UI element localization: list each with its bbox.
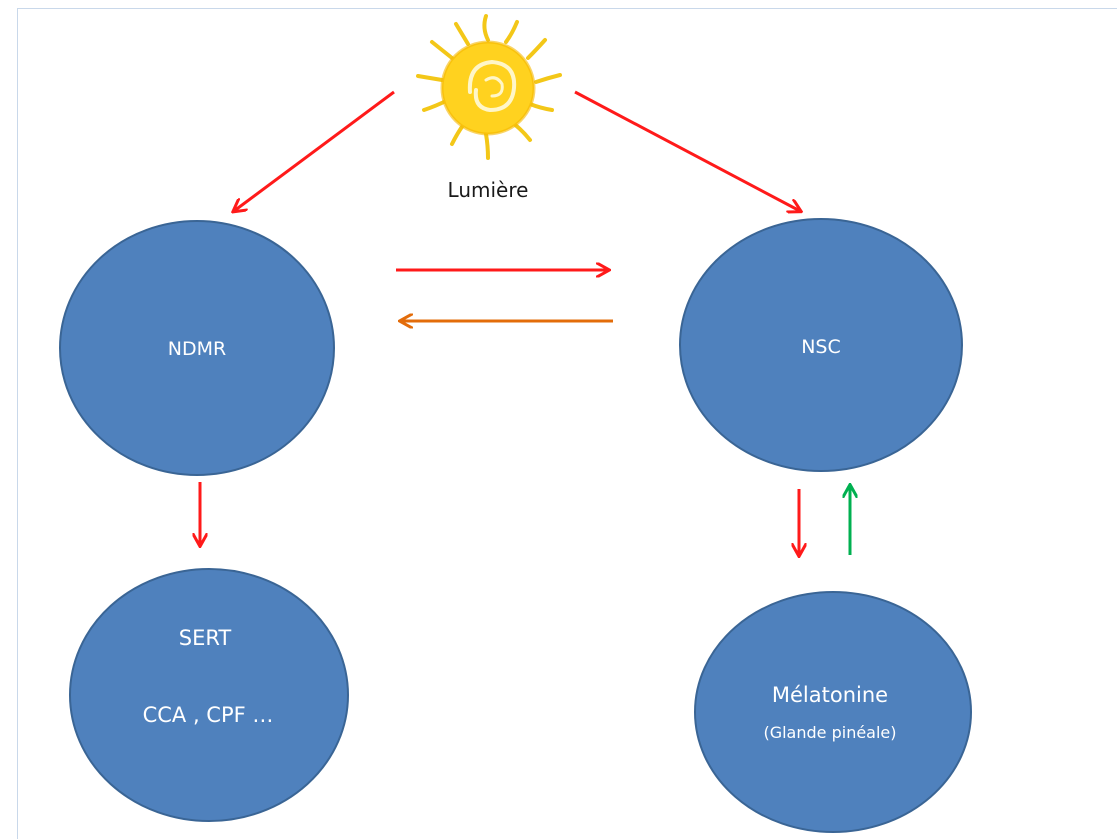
node-ndmr-label: NDMR [168, 338, 226, 360]
node-sert-sublabel: CCA , CPF … [143, 703, 274, 727]
node-nsc-label: NSC [801, 336, 841, 358]
node-sert-label: SERT [179, 626, 232, 650]
arrow-sun-to-ndmr [234, 90, 395, 211]
node-melatonine: Mélatonine (Glande pinéale) [694, 591, 972, 833]
frame-border [17, 8, 1117, 839]
node-sert: SERT CCA , CPF … [69, 568, 349, 822]
node-melatonine-label: Mélatonine [772, 683, 888, 707]
node-nsc: NSC [679, 218, 963, 472]
sun-label: Lumière [448, 178, 529, 202]
node-melatonine-sublabel: (Glande pinéale) [763, 723, 896, 742]
node-ndmr: NDMR [59, 220, 335, 476]
arrow-sun-to-nsc [574, 90, 800, 211]
sun-icon [416, 14, 562, 160]
